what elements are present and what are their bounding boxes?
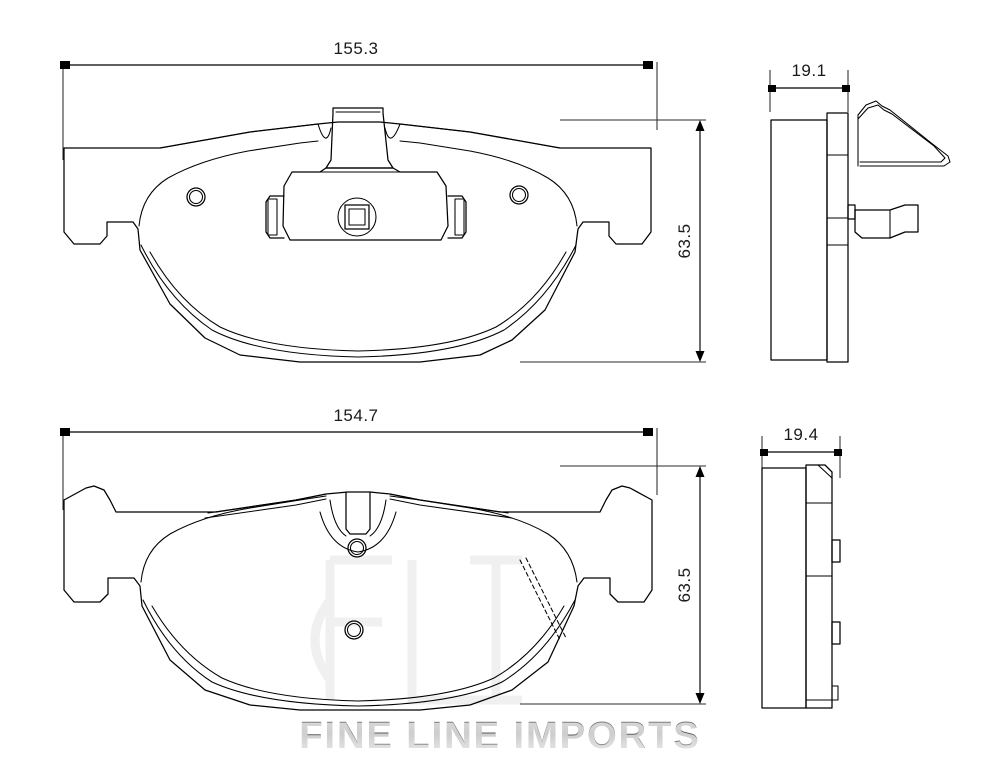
upper-pad-side-view <box>770 100 951 363</box>
dimension-label-lower-width: 154.7 <box>333 406 378 425</box>
watermark-fli <box>310 555 522 705</box>
dimension-label-lower-height: 63.5 <box>675 567 694 602</box>
dimension-label-upper-thickness: 19.1 <box>791 61 826 80</box>
dimension-upper-width: 155.3 <box>60 39 658 160</box>
upper-pad-hole-right <box>509 185 529 205</box>
lower-pad-front-outline <box>63 485 653 711</box>
dimension-upper-thickness: 19.1 <box>768 61 850 112</box>
dimension-lower-thickness: 19.4 <box>760 425 842 478</box>
lower-pad-side-view <box>761 464 841 709</box>
upper-pad-center-tab <box>317 107 401 169</box>
dimension-label-lower-thickness: 19.4 <box>783 425 818 444</box>
lower-pad-wear-sensor-slot <box>519 559 561 641</box>
brand-watermark-text: FINE LINE IMPORTS <box>0 714 1000 758</box>
upper-pad-center-plate <box>265 167 467 241</box>
dimension-label-upper-width: 155.3 <box>333 39 378 58</box>
dimension-label-upper-height: 63.5 <box>675 223 694 258</box>
upper-pad-hole-left <box>186 187 206 207</box>
dimension-lower-height: 63.5 <box>520 465 706 705</box>
upper-pad-front-outline <box>63 121 652 363</box>
dimension-lower-width: 154.7 <box>60 406 658 510</box>
lower-pad-hole-upper <box>347 538 367 558</box>
dimension-upper-height: 63.5 <box>520 119 706 363</box>
lower-pad-hole-lower <box>344 620 364 640</box>
